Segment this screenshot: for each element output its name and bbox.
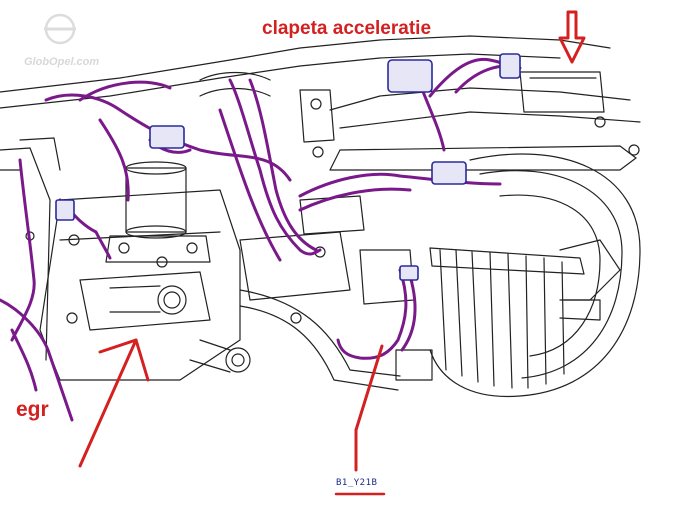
connector-group — [55, 53, 521, 281]
annotation-arrows — [78, 10, 586, 496]
engine-outline — [0, 35, 641, 398]
watermark-text: GlobOpel.com — [24, 56, 100, 68]
throttle-body-label: clapeta acceleratie — [262, 18, 432, 39]
egr-pointer-line — [78, 338, 138, 468]
watermark-logo: GlobOpel.com — [8, 12, 112, 68]
code-callout-line — [354, 344, 384, 472]
throttle-pointer-arrow — [558, 10, 586, 64]
egr-pointer-head — [98, 338, 150, 382]
component-code-label: B1_Y21B — [336, 478, 378, 488]
egr-valve-label: egr — [16, 398, 49, 421]
wiring-harness — [0, 57, 522, 422]
